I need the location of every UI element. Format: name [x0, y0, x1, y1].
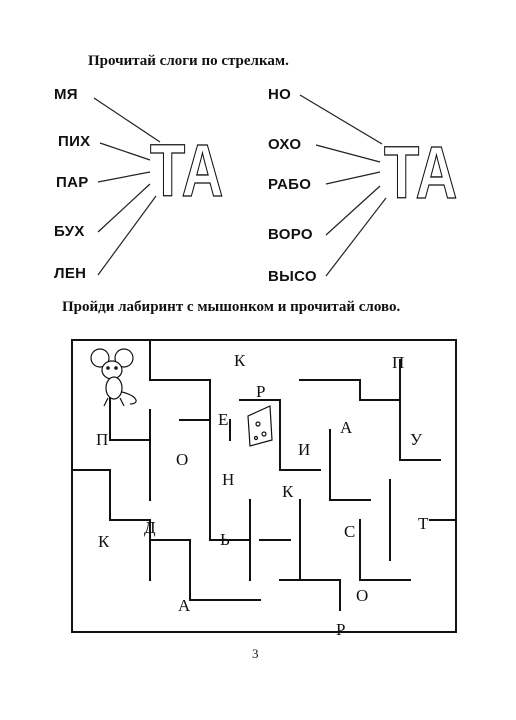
maze-letter: И — [298, 440, 311, 459]
syllable-len: ЛЕН — [54, 265, 87, 282]
page-number: 3 — [252, 646, 259, 661]
line-bukh — [97, 183, 151, 233]
maze-letter: Н — [222, 470, 235, 489]
maze-letter: К — [234, 351, 246, 370]
maze-letter: А — [340, 418, 353, 437]
mouse-icon — [90, 348, 137, 407]
maze-letter: Д — [144, 518, 156, 537]
instruction-read-syllables: Прочитай слоги по стрелкам. — [88, 53, 289, 69]
line-pikh — [99, 142, 151, 161]
line-mya — [93, 97, 161, 143]
maze-letter: Т — [418, 514, 429, 533]
line-len — [97, 195, 157, 276]
line-okho — [315, 144, 381, 163]
cheese-icon — [247, 405, 273, 447]
maze-letter: Е — [218, 410, 229, 429]
big-syllable-ta-left: ТА — [149, 129, 224, 212]
line-rabo — [325, 171, 381, 185]
maze-letter: С — [344, 522, 356, 541]
maze-letter: П — [96, 430, 109, 449]
instruction-maze: Пройди лабиринт с мышонком и прочитай сл… — [62, 299, 401, 315]
syllable-par: ПАР — [56, 174, 89, 191]
syllable-vyso: ВЫСО — [268, 268, 317, 285]
syllable-voro: ВОРО — [268, 226, 313, 243]
maze-letter: К — [282, 482, 294, 501]
maze-letter: А — [178, 596, 191, 615]
syllable-no: НО — [268, 86, 292, 103]
maze-letter: О — [356, 586, 369, 605]
maze-letter: У — [410, 430, 423, 449]
maze-letter: П — [392, 353, 405, 372]
syllable-bukh: БУХ — [54, 223, 85, 240]
syllable-mya: МЯ — [54, 86, 78, 103]
maze-border — [71, 339, 457, 633]
syllable-okho: ОХО — [268, 136, 302, 153]
syllable-pikh: ПИХ — [58, 133, 91, 150]
syllable-rabo: РАБО — [268, 176, 312, 193]
maze-letter: Р — [256, 382, 266, 401]
maze-letter: К — [98, 532, 110, 551]
line-vyso — [325, 197, 387, 277]
maze-letter: Р — [336, 620, 346, 639]
maze-walls — [71, 339, 457, 611]
big-syllable-ta-right: ТА — [383, 131, 458, 214]
line-no — [299, 94, 383, 145]
line-par — [97, 171, 151, 183]
maze-letter: Ь — [220, 530, 230, 549]
line-voro — [325, 185, 381, 236]
maze-letter: О — [176, 450, 189, 469]
